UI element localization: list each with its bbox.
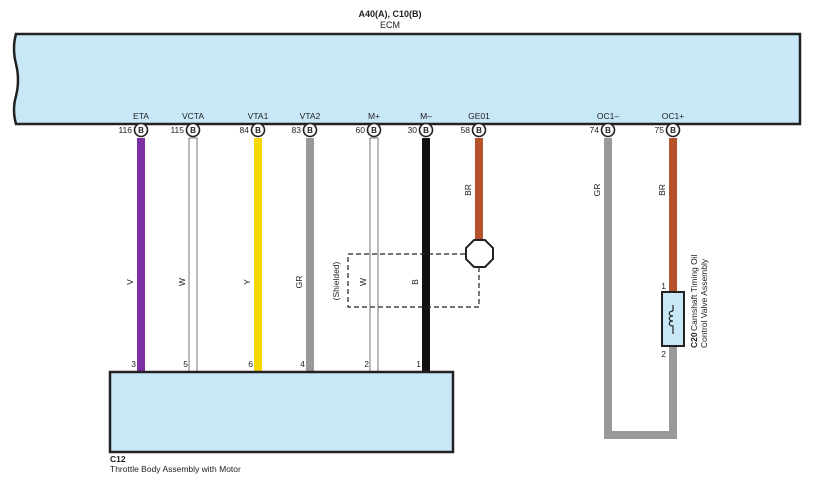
wire-color-label-eta: V [125,279,135,285]
ecm-box [12,32,802,126]
terminal-ge01 [471,122,487,138]
wire-color-label-vta1: Y [242,279,252,285]
ecm-pin-name-ge01: GE01 [468,111,490,121]
ocv-code: C20 [689,332,699,348]
terminal-mplus [366,122,382,138]
throttle-code: C12 [110,454,126,464]
ecm-pin-num-vta1: 84 [240,125,250,135]
ecm-name: ECM [380,20,400,30]
wire-color-label-ge01: BR [463,184,473,196]
c12-pin-num-vta2: 4 [300,359,305,369]
wire-color-label-oc1minus: GR [592,184,602,197]
terminal-oc1plus [665,122,681,138]
wire-vta1 [254,138,262,372]
wire-oc1minus [604,138,612,435]
ecm-pin-name-vta1: VTA1 [248,111,269,121]
terminals-group: ETAB116E2VCTAB115VCVTA1B84VTAVTA2B83VTA2… [118,111,684,386]
wire-vta2 [306,138,314,372]
terminal-vta2 [302,122,318,138]
ground-splice [465,239,494,268]
ocv-pin-top: 1 [661,281,666,291]
c12-pin-num-eta: 3 [131,359,136,369]
wire-color-label-vta2: GR [294,276,304,289]
ecm-pin-num-eta: 116 [118,125,132,135]
wire-ge01 [475,138,483,240]
ecm-pin-num-vcta: 115 [170,125,184,135]
wire-vcta [188,137,198,373]
wire-mminus [422,138,430,372]
ecm-pin-num-oc1minus: 74 [590,125,600,135]
ecm-pin-name-oc1minus: OC1– [597,111,619,121]
terminal-conn-vta1: B [255,126,261,135]
c12-pin-num-vcta: 5 [183,359,188,369]
ocv-name-line1: Camshaft Timing Oil [689,254,699,331]
terminal-conn-ge01: B [476,126,482,135]
wire-color-label-mplus: W [358,278,368,286]
terminal-conn-vta2: B [307,126,313,135]
terminal-conn-eta: B [138,126,144,135]
ocv-name-line2: Control Valve Assembly [699,258,709,348]
ocv-pin-bottom: 2 [661,349,666,359]
ecm-pin-num-mplus: 60 [356,125,366,135]
ecm-pin-name-vcta: VCTA [182,111,204,121]
c12-pin-num-mminus: 1 [416,359,421,369]
terminal-conn-oc1plus: B [670,126,676,135]
terminal-vcta [185,122,201,138]
ecm-pin-num-oc1plus: 75 [655,125,665,135]
wire-oc1plus [669,138,677,292]
wire-eta [137,138,145,372]
ecm-pin-num-vta2: 83 [292,125,302,135]
terminal-conn-mplus: B [371,126,377,135]
ocv-box [661,291,685,347]
ecm-pin-name-vta2: VTA2 [300,111,321,121]
throttle-name: Throttle Body Assembly with Motor [110,464,241,474]
throttle-body-box [108,370,455,454]
shield-label: (Shielded) [331,261,341,300]
ocv-return-wire-vertical [669,346,677,439]
wire-color-label-mminus: B [410,279,420,285]
terminal-conn-vcta: B [190,126,196,135]
ocv-loop [604,346,677,439]
ecm-pin-name-oc1plus: OC1+ [662,111,684,121]
ecm-pin-name-eta: ETA [133,111,149,121]
ecm-pin-name-mplus: M+ [368,111,380,121]
terminal-vta1 [250,122,266,138]
wire-color-label-vcta: W [177,278,187,286]
ecm-pin-num-ge01: 58 [461,125,471,135]
wire-mplus [369,137,379,373]
terminal-eta [133,122,149,138]
ocv-coil-icon [668,305,674,334]
ecm-connector-title: A40(A), C10(B) [358,9,421,19]
c12-pin-num-vta1: 6 [248,359,253,369]
shield-box [347,253,480,308]
c12-pin-num-mplus: 2 [364,359,369,369]
terminal-mminus [418,122,434,138]
wire-color-label-oc1plus: BR [657,184,667,196]
ecm-pin-name-mminus: M– [420,111,432,121]
ecm-pin-num-mminus: 30 [408,125,418,135]
ocv-return-wire-horizontal [604,431,677,439]
terminal-oc1minus [600,122,616,138]
terminal-conn-oc1minus: B [605,126,611,135]
terminal-conn-mminus: B [423,126,429,135]
